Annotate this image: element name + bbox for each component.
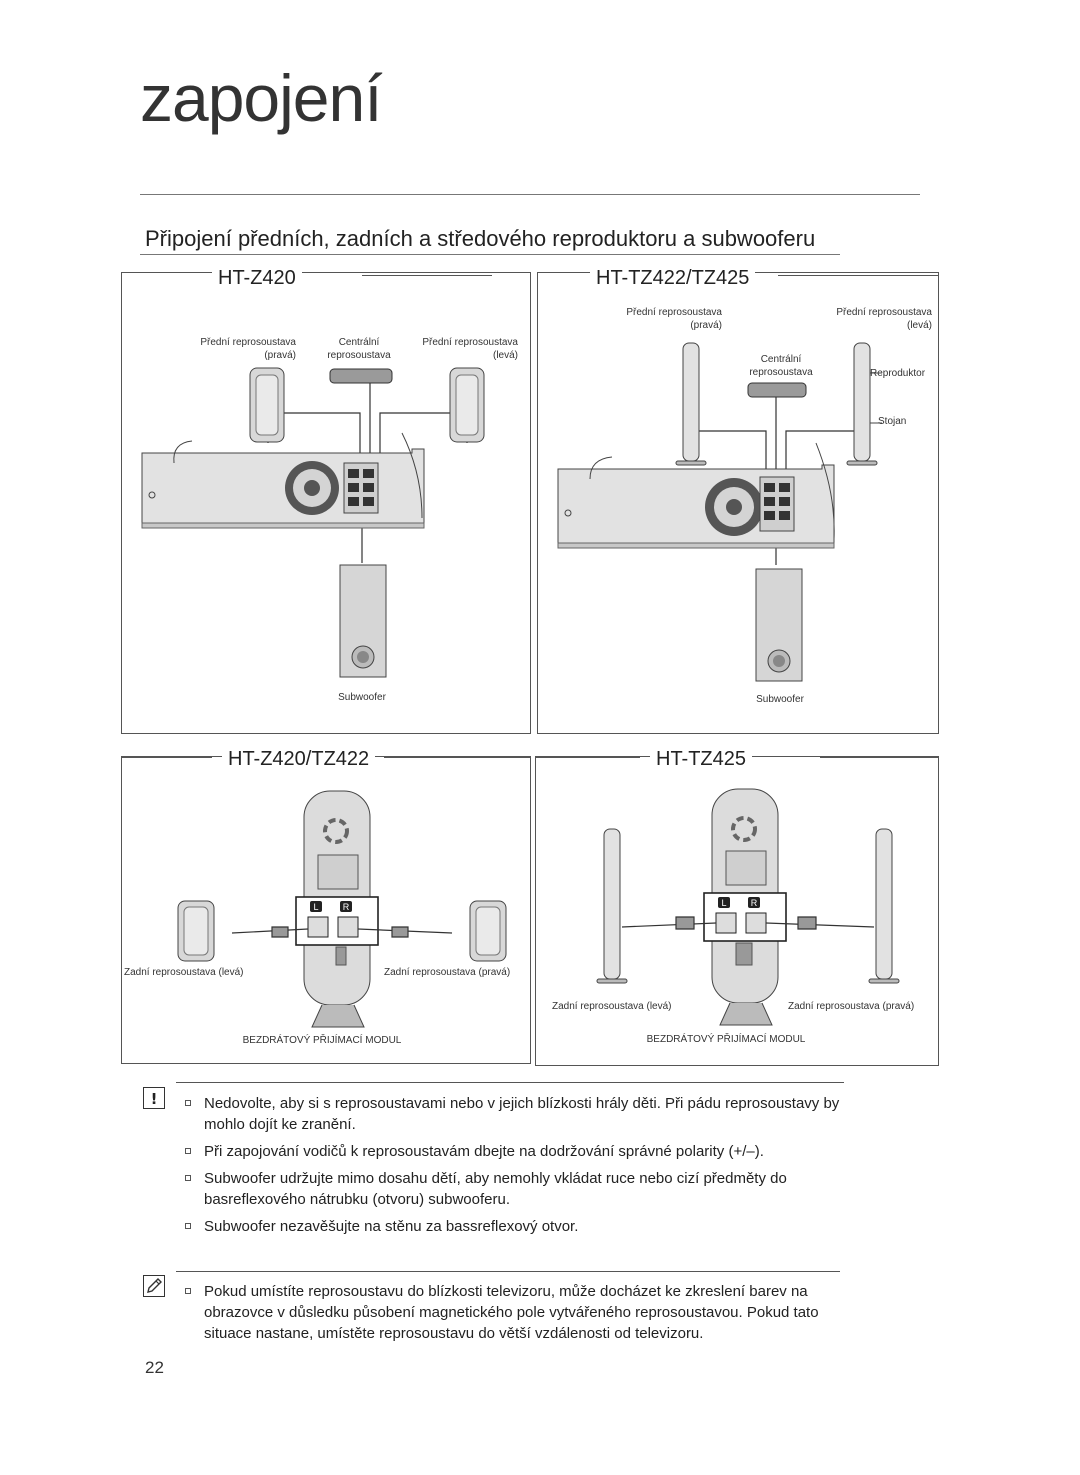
diagram-heading: HT-TZ425	[650, 748, 753, 771]
heading-line-right	[384, 757, 530, 758]
diagram-rear-ht-tz425: HT-TZ425 L	[535, 748, 939, 1066]
diagram-rear-ht-z420-tz422: HT-Z420/TZ422	[121, 748, 531, 1064]
rear-wires	[621, 916, 875, 930]
caution-divider	[176, 1082, 844, 1083]
rear-left-speaker-label: Zadní reprosoustava (levá)	[124, 967, 244, 978]
front-left-tall-speaker	[846, 342, 882, 466]
center-speaker	[747, 382, 807, 398]
caution-list: Nedovolte, aby si s reprosoustavami nebo…	[182, 1093, 842, 1243]
caution-icon: !	[143, 1087, 165, 1109]
terminal-r-glyph: R	[751, 898, 758, 908]
front-left-speaker	[449, 367, 485, 443]
heading-line	[778, 275, 938, 276]
rear-left-tall-speaker	[596, 828, 628, 984]
rear-speaker-diagram: L R	[596, 788, 900, 1026]
front-right-tall-speaker	[675, 342, 707, 466]
rear-speaker-diagram: L R	[177, 790, 507, 1028]
title-divider	[140, 194, 920, 195]
terminal-block	[703, 892, 787, 942]
heading-line-right	[820, 757, 938, 758]
list-item: Subwoofer udržujte mimo dosahu dětí, aby…	[182, 1168, 842, 1210]
section-title: zapojení	[140, 61, 383, 135]
center-speaker	[329, 368, 393, 384]
list-item: Subwoofer nezavěšujte na stěnu za bassre…	[182, 1216, 842, 1237]
rear-wires	[231, 926, 453, 938]
terminal-r-glyph: R	[343, 902, 350, 912]
diagram-heading: HT-Z420/TZ422	[222, 748, 376, 771]
heading-line-left	[536, 757, 640, 758]
wireless-module-label: BEZDRÁTOVÝ PŘIJÍMACÍ MODUL	[646, 1034, 806, 1045]
note-list: Pokud umístíte reprosoustavu do blízkost…	[182, 1281, 842, 1350]
page-number: 22	[145, 1358, 164, 1377]
heading-line	[362, 275, 492, 276]
note-divider	[176, 1271, 840, 1272]
list-item: Při zapojování vodičů k reprosoustavám d…	[182, 1141, 842, 1162]
note-pencil-icon	[143, 1275, 165, 1297]
list-item: Pokud umístíte reprosoustavu do blízkost…	[182, 1281, 842, 1344]
rear-right-tall-speaker	[868, 828, 900, 984]
list-item: Nedovolte, aby si s reprosoustavami nebo…	[182, 1093, 842, 1135]
front-right-speaker-label: Přední reprosoustava(pravá)	[626, 307, 722, 331]
diagram-heading: HT-TZ422/TZ425	[590, 267, 756, 290]
main-unit	[557, 442, 835, 549]
main-unit	[141, 432, 425, 529]
rear-right-speaker	[469, 900, 507, 962]
subwoofer	[339, 564, 387, 678]
front-speaker-diagram	[557, 342, 882, 682]
page-subtitle: Připojení předních, zadních a středového…	[145, 226, 816, 251]
front-left-speaker-label: Přední reprosoustava(levá)	[422, 337, 518, 361]
speaker-callout-label: Reproduktor	[870, 368, 926, 379]
diagram-front-ht-tz422-tz425: HT-TZ422/TZ425 Přední reprosoustava(prav…	[537, 267, 939, 734]
terminal-block	[295, 896, 379, 946]
subwoofer	[755, 568, 803, 682]
terminal-l-glyph: L	[721, 898, 726, 908]
subwoofer-label: Subwoofer	[756, 694, 804, 705]
rear-left-speaker	[177, 900, 215, 962]
diagram-heading: HT-Z420	[212, 267, 302, 290]
diagram-front-ht-z420: HT-Z420 Přední reprosoustava(pravá) Cent…	[121, 267, 531, 734]
wireless-module-label: BEZDRÁTOVÝ PŘIJÍMACÍ MODUL	[242, 1035, 402, 1046]
rear-right-speaker-label: Zadní reprosoustava (pravá)	[788, 1001, 915, 1012]
stand-callout-label: Stojan	[878, 416, 907, 427]
front-left-speaker-label: Přední reprosoustava(levá)	[836, 307, 932, 331]
subwoofer-label: Subwoofer	[338, 692, 386, 703]
heading-line-left	[122, 757, 212, 758]
rear-right-speaker-label: Zadní reprosoustava (pravá)	[384, 967, 511, 978]
front-right-speaker-label: Přední reprosoustava(pravá)	[200, 337, 296, 361]
front-right-speaker	[249, 367, 285, 443]
front-speaker-diagram	[141, 367, 485, 678]
terminal-l-glyph: L	[313, 902, 318, 912]
rear-left-speaker-label: Zadní reprosoustava (levá)	[552, 1001, 672, 1012]
subtitle-divider	[140, 254, 840, 255]
